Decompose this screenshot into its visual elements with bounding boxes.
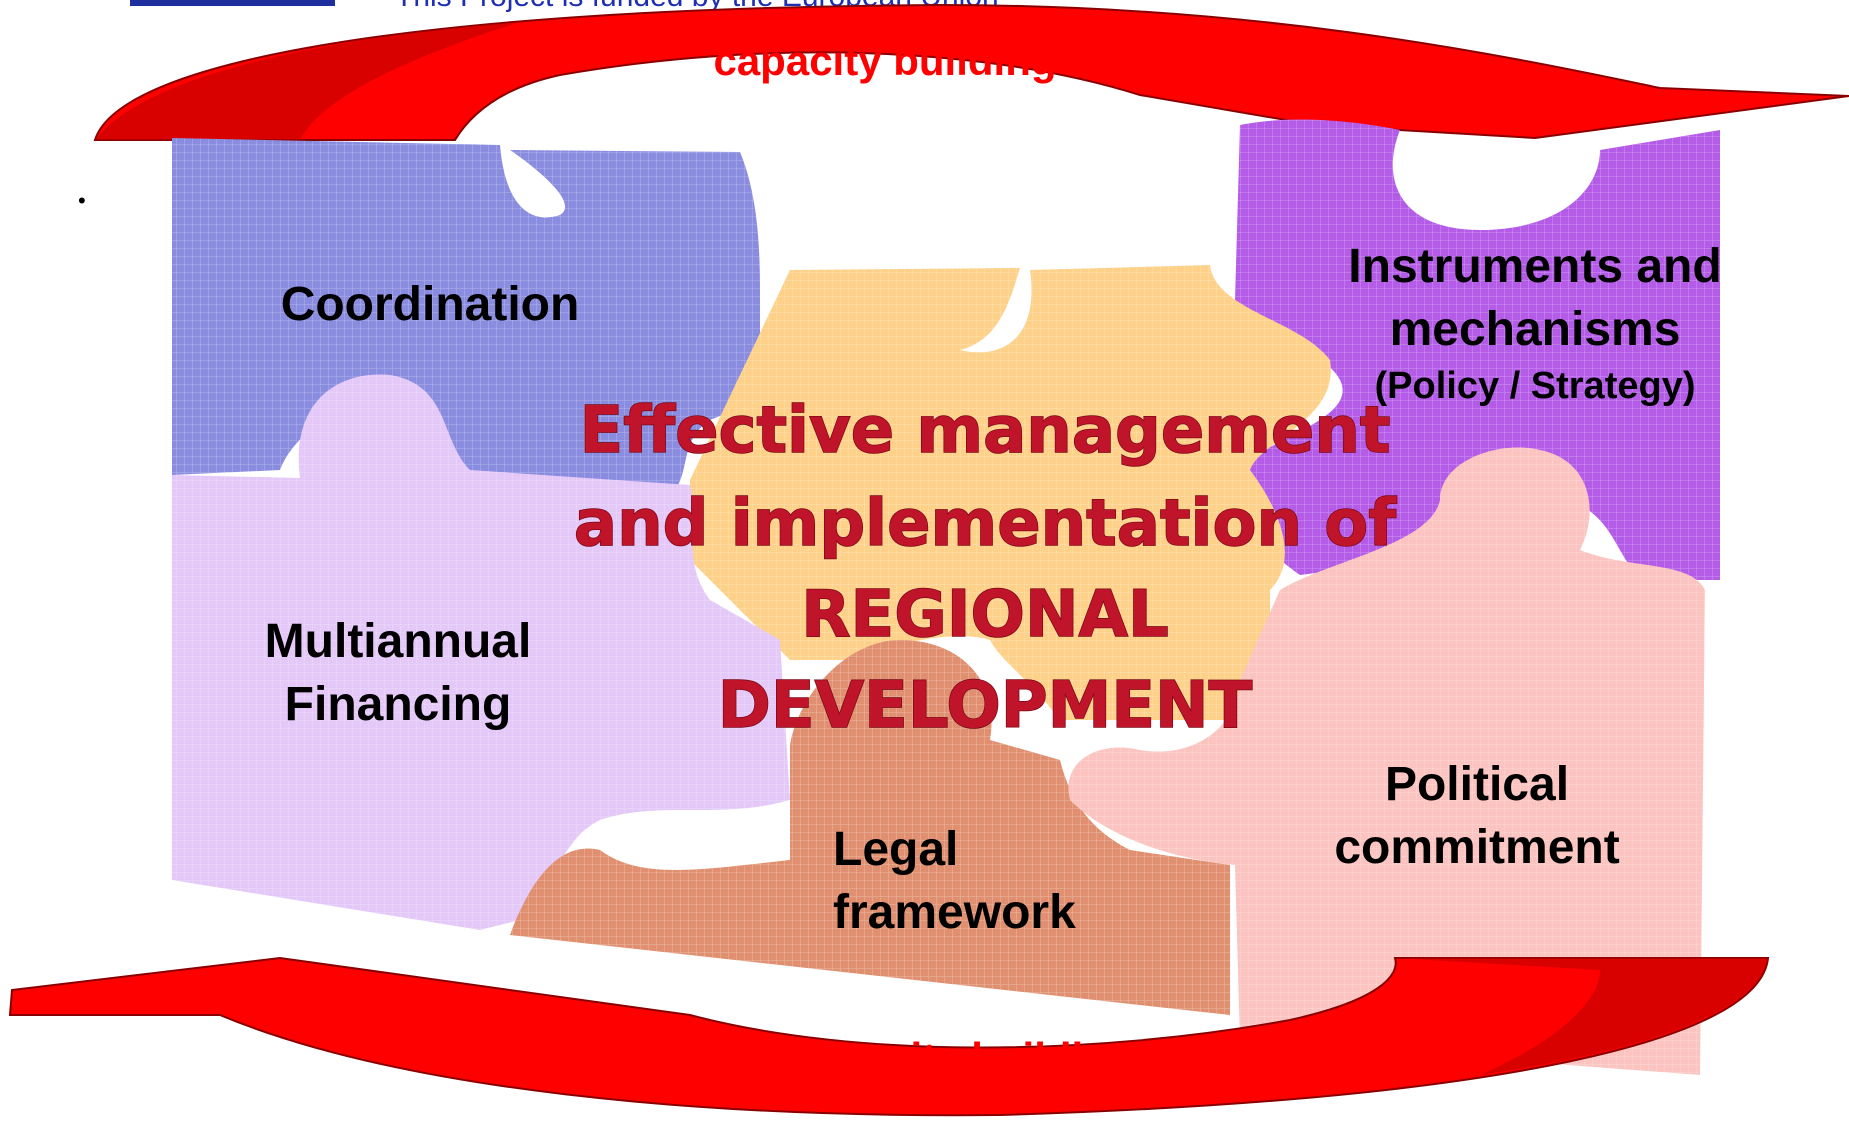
legal-piece	[510, 640, 1230, 1015]
bottom-arrow	[8, 956, 1770, 1117]
financing-piece	[172, 374, 790, 930]
center-title: Effective management and implementation …	[573, 393, 1398, 744]
top-arrow-label: capacity building	[713, 37, 1056, 84]
instruments-label-line3: (Policy / Strategy)	[1375, 365, 1696, 407]
legal-label-line1: Legal	[833, 823, 958, 876]
financing-label-line2: Financing	[285, 678, 512, 731]
eu-flag-logo	[130, 0, 335, 6]
bottom-arrow-label: capacity building	[791, 1034, 1134, 1081]
financing-label-line1: Multiannual	[265, 615, 532, 668]
center-title-line4: DEVELOPMENT	[718, 669, 1253, 743]
political-label-line2: commitment	[1334, 821, 1619, 874]
center-title-line2: and implementation of	[574, 487, 1397, 561]
legal-label-line2: framework	[833, 886, 1076, 939]
bottom-arrow-shade	[1395, 958, 1768, 1075]
instruments-piece	[1235, 119, 1720, 581]
center-piece	[690, 265, 1331, 720]
political-label-line1: Political	[1385, 758, 1569, 811]
instruments-label-line2: mechanisms	[1390, 303, 1681, 356]
bullet-mark: •	[78, 188, 86, 213]
center-title-line3: REGIONAL	[801, 578, 1169, 652]
top-arrow-shade	[95, 22, 520, 140]
political-piece	[1068, 447, 1705, 1075]
top-arrow	[93, 3, 1849, 141]
center-title-line1: Effective management	[580, 394, 1391, 468]
instruments-label-line1: Instruments and	[1348, 240, 1721, 293]
coordination-label: Coordination	[281, 278, 580, 331]
